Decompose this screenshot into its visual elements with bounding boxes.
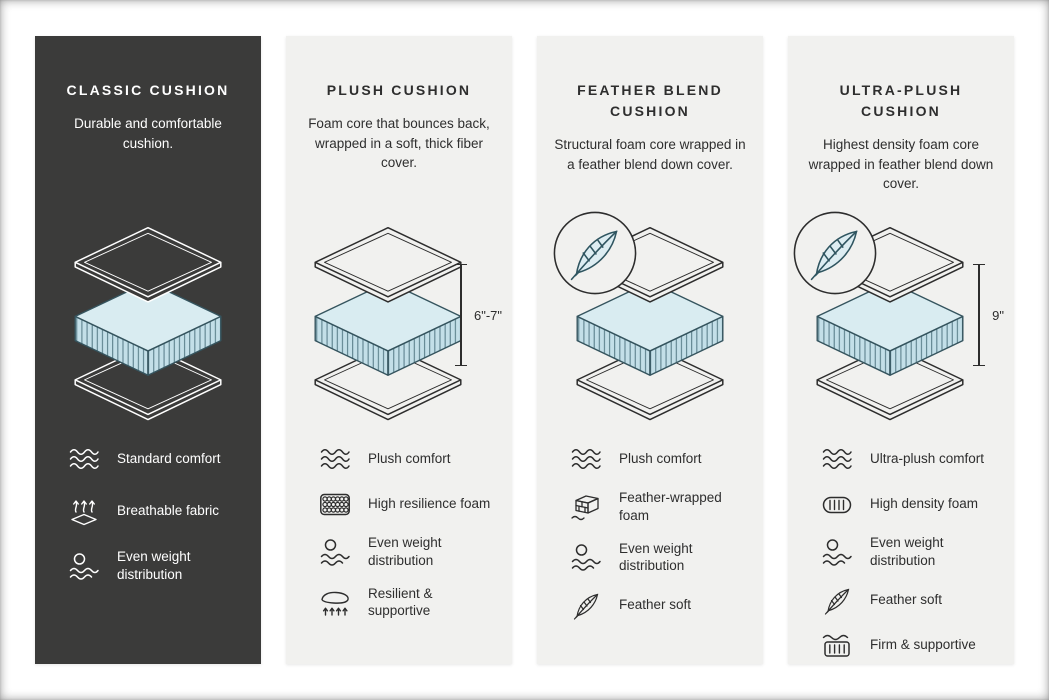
- feature-label: Plush comfort: [368, 451, 451, 467]
- feature-item: Ultra-plush comfort: [820, 444, 1000, 474]
- feature-label: Plush comfort: [619, 451, 702, 467]
- feature-label: Firm & supportive: [870, 636, 976, 652]
- column-header: FEATHER BLEND CUSHION Structural foam co…: [551, 80, 749, 206]
- column-description: Highest density foam core wrapped in fea…: [808, 137, 994, 192]
- column-title: FEATHER BLEND CUSHION: [577, 82, 723, 119]
- even-weight-icon: [569, 542, 603, 572]
- feature-label: High resilience foam: [368, 496, 491, 512]
- cushion-layers-icon: [816, 226, 964, 421]
- column-description: Durable and comfortable cushion.: [74, 116, 222, 151]
- feature-label: Even weight distribution: [870, 535, 944, 568]
- height-measure-line: [454, 264, 467, 366]
- column-description: Foam core that bounces back, wrapped in …: [308, 116, 490, 171]
- feature-item: Standard comfort: [67, 444, 247, 474]
- feature-label: Ultra-plush comfort: [870, 451, 985, 467]
- diagram-zone: [35, 210, 261, 434]
- cushion-diagram: 6"-7": [304, 220, 502, 424]
- column-header: ULTRA-PLUSH CUSHION Highest density foam…: [802, 80, 1000, 206]
- feature-item: High resilience foam: [318, 489, 498, 519]
- feather-badge-icon: [553, 211, 637, 295]
- waves-icon: [820, 444, 854, 474]
- feature-label: Feather soft: [870, 591, 943, 607]
- feature-item: Even weight distribution: [318, 534, 498, 570]
- feature-item: Plush comfort: [569, 444, 749, 474]
- feature-item: Even weight distribution: [67, 548, 247, 584]
- column-description: Structural foam core wrapped in a feathe…: [554, 137, 746, 172]
- height-indicator: 6"-7": [454, 264, 502, 366]
- column-title: ULTRA-PLUSH CUSHION: [839, 82, 963, 119]
- feature-label: Feather-wrapped foam: [619, 490, 722, 523]
- column-title: PLUSH CUSHION: [326, 82, 472, 98]
- feature-item: Feather-wrapped foam: [569, 489, 749, 525]
- column-classic-cushion: CLASSIC CUSHION Durable and comfortable …: [35, 36, 261, 664]
- feature-label: Standard comfort: [117, 451, 221, 467]
- column-feather-blend-cushion: FEATHER BLEND CUSHION Structural foam co…: [537, 36, 763, 664]
- feature-item: Resilient & supportive: [318, 585, 498, 621]
- feature-item: Feather soft: [569, 590, 749, 620]
- feather-foam-icon: [569, 492, 603, 522]
- diagram-zone: 9": [788, 210, 1014, 434]
- diagram-zone: [537, 210, 763, 434]
- columns-container: CLASSIC CUSHION Durable and comfortable …: [35, 36, 1014, 664]
- column-title: CLASSIC CUSHION: [66, 82, 230, 98]
- column-header: CLASSIC CUSHION Durable and comfortable …: [49, 80, 247, 206]
- feature-item: Breathable fabric: [67, 496, 247, 526]
- height-indicator: 9": [973, 264, 1004, 366]
- feature-item: Feather soft: [820, 585, 1000, 615]
- feature-item: High density foam: [820, 489, 1000, 519]
- waves-icon: [318, 444, 352, 474]
- feather-badge-icon: [793, 211, 877, 295]
- feature-label: Breathable fabric: [117, 503, 220, 519]
- column-header: PLUSH CUSHION Foam core that bounces bac…: [300, 80, 498, 206]
- foam-cells-icon: [318, 489, 352, 519]
- even-weight-icon: [318, 537, 352, 567]
- feature-item: Firm & supportive: [820, 630, 1000, 660]
- feature-item: Even weight distribution: [569, 540, 749, 576]
- feature-list: Plush comfort Feather-wrapped foam: [537, 444, 763, 620]
- even-weight-icon: [820, 537, 854, 567]
- waves-icon: [569, 444, 603, 474]
- feature-label: Resilient & supportive: [368, 585, 433, 619]
- feature-label: Even weight distribution: [619, 540, 693, 574]
- height-label: 6"-7": [473, 307, 502, 323]
- feature-item: Even weight distribution: [820, 534, 1000, 570]
- height-measure-line: [973, 264, 986, 366]
- density-icon: [820, 489, 854, 519]
- spring-icon: [318, 587, 352, 617]
- firm-icon: [820, 630, 854, 660]
- diagram-zone: 6"-7": [286, 210, 512, 434]
- feature-label: High density foam: [870, 496, 979, 512]
- feather-icon: [820, 585, 854, 615]
- feature-item: Plush comfort: [318, 444, 498, 474]
- column-ultra-plush-cushion: ULTRA-PLUSH CUSHION Highest density foam…: [788, 36, 1014, 664]
- cushion-diagram: [64, 220, 232, 424]
- feature-label: Feather soft: [619, 597, 692, 613]
- even-weight-icon: [67, 551, 101, 581]
- feather-icon: [569, 590, 603, 620]
- cushion-layers-icon: [74, 226, 222, 421]
- feature-list: Plush comfort High resilience foam: [286, 444, 512, 620]
- breathable-icon: [67, 496, 101, 526]
- height-label: 9": [992, 307, 1004, 323]
- cushion-diagram: [553, 211, 734, 424]
- waves-icon: [67, 444, 101, 474]
- cushion-diagram: 9": [793, 211, 1004, 424]
- cushion-layers-icon: [314, 226, 462, 421]
- feature-label: Even weight distribution: [117, 549, 191, 582]
- feature-label: Even weight distribution: [368, 535, 442, 568]
- feature-list: Standard comfort Breathable fabric: [35, 444, 261, 584]
- feature-list: Ultra-plush comfort High density foam: [788, 444, 1014, 660]
- column-plush-cushion: PLUSH CUSHION Foam core that bounces bac…: [286, 36, 512, 664]
